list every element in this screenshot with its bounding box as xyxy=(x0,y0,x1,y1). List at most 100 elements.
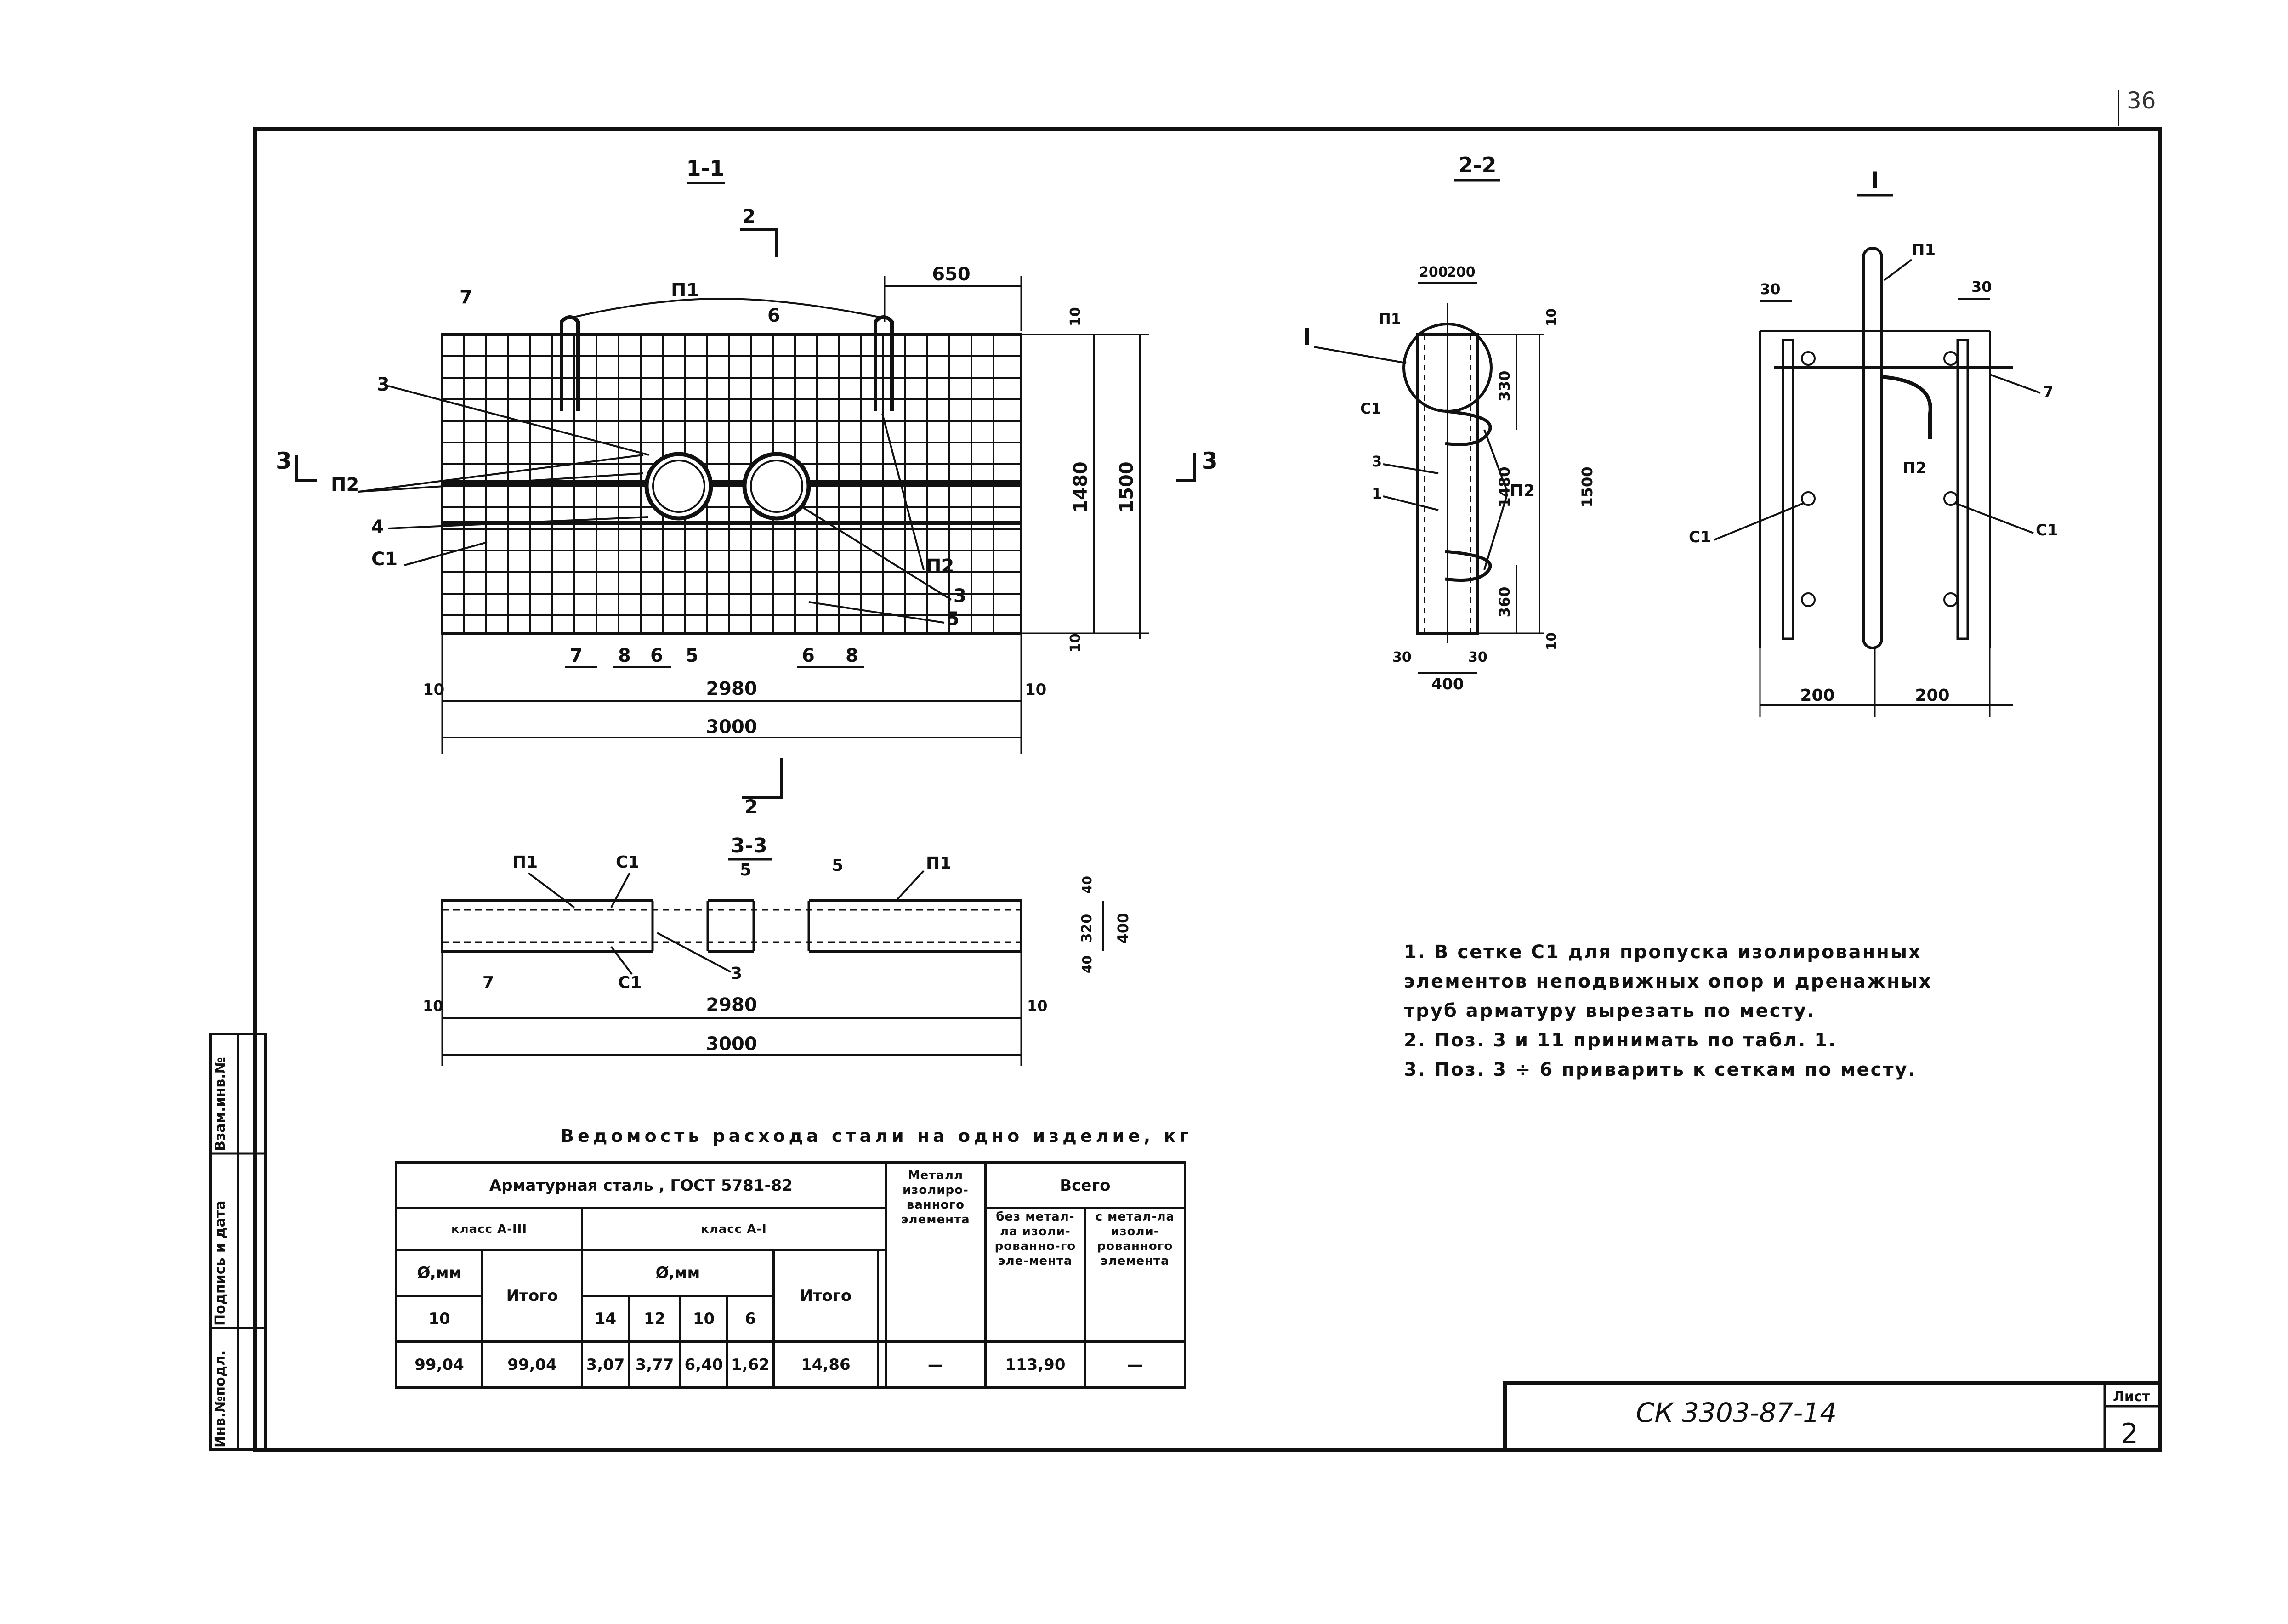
dim-1500-s22: 1500 xyxy=(1578,466,1596,507)
s33-7: 7 xyxy=(483,973,494,992)
label-s1-left: С1 xyxy=(371,549,397,570)
note-3: 3. Поз. 3 ÷ 6 приварить к сеткам по мест… xyxy=(1404,1059,1917,1080)
detail-p2: П2 xyxy=(1902,459,1926,477)
cell-metal: — xyxy=(884,1340,987,1389)
dim-2980: 2980 xyxy=(706,678,757,699)
leader-3-left xyxy=(388,385,649,456)
opening-right xyxy=(742,452,811,521)
label-p1: П1 xyxy=(671,280,699,301)
s22-1: 1 xyxy=(1372,485,1382,502)
dim-10-bottom: 10 xyxy=(1067,633,1084,653)
dim-10-top: 10 xyxy=(1067,307,1084,326)
dim-30-right: 30 xyxy=(1468,649,1487,665)
title-block xyxy=(1503,1381,2162,1452)
th-class1: класс А-I xyxy=(581,1207,887,1251)
th-class3: класс А-III xyxy=(395,1207,583,1251)
cell-empty xyxy=(876,1340,887,1389)
s33-5-a: 5 xyxy=(740,861,751,880)
label-8-left: 8 xyxy=(618,645,631,666)
bar-center-p1 xyxy=(1862,247,1883,649)
steel-consumption-table: Арматурная сталь , ГОСТ 5781-82 Металл и… xyxy=(395,1161,1186,1389)
note-1: 1. В сетке С1 для пропуска изолированных… xyxy=(1404,942,1932,1022)
label-7-bottom: 7 xyxy=(570,645,583,666)
dim-10-s33-right: 10 xyxy=(1027,997,1048,1015)
detail-200-left: 200 xyxy=(1800,686,1834,705)
label-6: 6 xyxy=(767,305,780,326)
dim-10-s33-left: 10 xyxy=(423,997,443,1015)
loop-2-2-b xyxy=(1445,550,1492,582)
loop-2-2-a xyxy=(1445,409,1492,446)
label-8-right: 8 xyxy=(846,645,858,666)
dim-200-top-b: 200 xyxy=(1447,264,1476,280)
dim-1480: 1480 xyxy=(1070,461,1091,512)
th-itogo-a3: Итого xyxy=(481,1249,583,1343)
label-6-left: 6 xyxy=(650,645,663,666)
cell-a1-12: 3,77 xyxy=(628,1340,681,1389)
cell-a1-10: 6,40 xyxy=(679,1340,728,1389)
th-metal: Металл изолиро-ванного элемента xyxy=(884,1161,987,1343)
leader-p1 xyxy=(569,297,884,319)
stamp-sign: Подпись и дата xyxy=(212,1200,228,1326)
th-d6: 6 xyxy=(726,1295,775,1343)
th-diam-a1: Ø,мм xyxy=(581,1249,775,1297)
detail-7: 7 xyxy=(2043,383,2054,402)
section-1-1-title: 1-1 xyxy=(686,156,724,181)
dim-200-top-a: 200 xyxy=(1419,264,1448,280)
dim-2980-s33: 2980 xyxy=(706,994,757,1016)
leader-p2-right xyxy=(881,413,925,570)
dim-650: 650 xyxy=(932,264,971,285)
leader-s1-left xyxy=(404,541,488,566)
cell-a1-6: 1,62 xyxy=(726,1340,775,1389)
hook-p2 xyxy=(1881,375,1932,439)
cell-a1-14: 3,07 xyxy=(581,1340,630,1389)
detail-30-right: 30 xyxy=(1971,278,1992,295)
dim-40-top: 40 xyxy=(1079,876,1095,894)
dim-330: 330 xyxy=(1496,371,1513,402)
th-d10b: 10 xyxy=(679,1295,728,1343)
dim-40-bottom: 40 xyxy=(1079,955,1095,973)
section-2-2-title: 2-2 xyxy=(1458,153,1496,177)
cell-total-with: — xyxy=(1084,1340,1186,1389)
s33-s1-top: С1 xyxy=(616,853,639,872)
s22-p2: П2 xyxy=(1510,482,1535,500)
s33-3: 3 xyxy=(731,964,742,983)
th-d10: 10 xyxy=(395,1295,483,1343)
s33-5-b: 5 xyxy=(832,856,843,875)
label-6-right: 6 xyxy=(802,645,815,666)
section-1-1: 1-1 xyxy=(276,156,1218,818)
dim-400-s22: 400 xyxy=(1431,675,1464,693)
section-3-3-title: 3-3 xyxy=(731,834,767,857)
cut-3-left: 3 xyxy=(276,448,292,474)
s22-s1: С1 xyxy=(1360,400,1381,417)
detail-30-left: 30 xyxy=(1760,280,1781,298)
stamp-inv: Инв.№подл. xyxy=(212,1350,228,1448)
sheet-number: 2 xyxy=(2121,1418,2139,1450)
th-no-metal: без метал-ла изоли-рованно-го эле-мента xyxy=(984,1207,1086,1343)
sheet-frame xyxy=(253,127,2162,1452)
dim-400-s33: 400 xyxy=(1114,913,1132,944)
th-with-metal: с метал-ла изоли-рованного элемента xyxy=(1084,1207,1186,1343)
page-number: 36 xyxy=(2127,87,2156,114)
dim-320-s33: 320 xyxy=(1079,914,1095,943)
lifting-loop-left xyxy=(560,315,580,411)
th-d14: 14 xyxy=(581,1295,630,1343)
dim-1480-s22: 1480 xyxy=(1496,466,1513,507)
detail-s1-left: С1 xyxy=(1689,528,1711,546)
dim-3000: 3000 xyxy=(706,716,757,738)
slab-3-3 xyxy=(441,899,1022,953)
label-p2-left: П2 xyxy=(331,474,359,495)
leader-p2-left-b xyxy=(358,472,644,493)
detail-200-right: 200 xyxy=(1915,686,1949,705)
label-5-right: 5 xyxy=(947,608,959,630)
label-p2-right: П2 xyxy=(926,556,954,577)
th-itogo-a1: Итого xyxy=(772,1249,879,1343)
s33-p1-left: П1 xyxy=(512,853,538,872)
bar-right xyxy=(1956,339,1969,640)
cell-total-without: 113,90 xyxy=(984,1340,1086,1389)
s22-p1: П1 xyxy=(1379,310,1401,328)
table-row: 99,04 99,04 3,07 3,77 6,40 1,62 14,86 — … xyxy=(395,1340,1186,1389)
th-steel: Арматурная сталь , ГОСТ 5781-82 xyxy=(395,1161,887,1209)
dim-3000-s33: 3000 xyxy=(706,1033,757,1055)
s22-3: 3 xyxy=(1372,453,1382,470)
